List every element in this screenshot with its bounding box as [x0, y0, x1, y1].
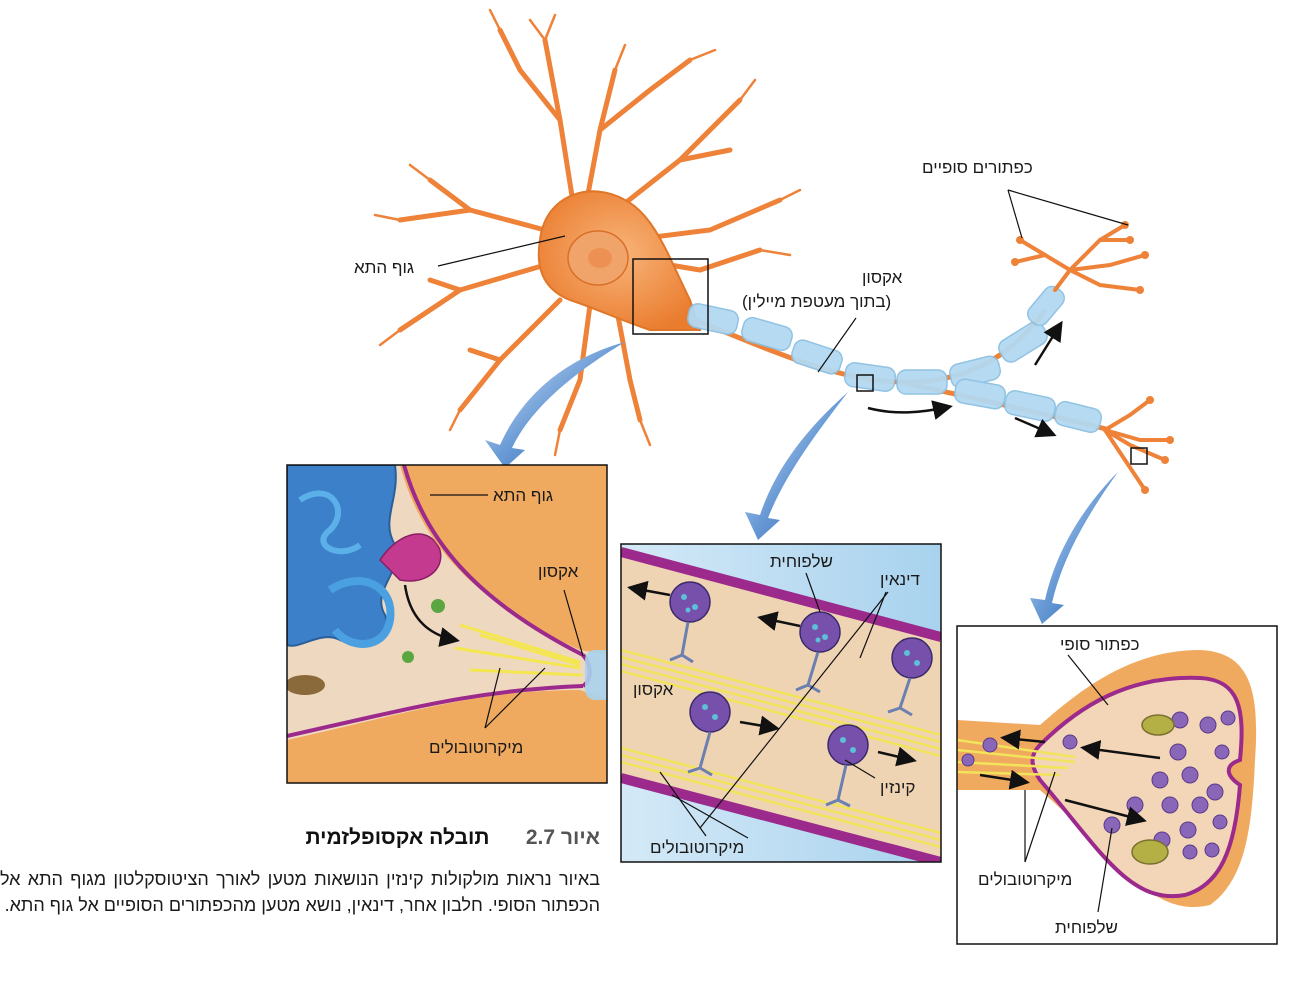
inset-axon: [620, 543, 942, 863]
figure-caption-header: איור 2.7 תובלה אקסופלזמית: [306, 826, 600, 850]
myelin-sheath: [686, 285, 1103, 434]
zoom-arrows: [485, 342, 1118, 624]
inset3-label-terminal: כפתור סופי: [1060, 635, 1140, 654]
transport-arrows: [867, 320, 1063, 438]
callout-box-axon: [856, 374, 874, 392]
label-axon-note: (בתוך מעטפת מיילין): [742, 292, 892, 311]
inset2-label-kinesin: קינזין: [880, 778, 916, 797]
inset1-label-microtubules: מיקרוטובולים: [429, 738, 524, 757]
callout-box-soma: [632, 258, 709, 335]
inset2-label-axon: אקסון: [633, 680, 674, 699]
figure-number: איור 2.7: [525, 826, 600, 849]
inset-cell-body: [286, 464, 608, 784]
label-axon: אקסון: [862, 268, 903, 287]
label-cell-body: גוף התא: [354, 258, 415, 277]
inset2-label-vesicle: שלפוחית: [770, 552, 833, 571]
label-terminals: כפתורים סופיים: [922, 158, 1033, 177]
figure-title: תובלה אקסופלזמית: [305, 826, 490, 849]
terminal-vesicles: [961, 710, 1236, 860]
inset-terminal: [956, 625, 1278, 945]
inset1-label-axon: אקסון: [538, 562, 579, 581]
figure-caption-text: באיור נראות מולקולות קינזין הנושאות מטען…: [0, 869, 600, 915]
vesicles-with-motors: [669, 581, 933, 766]
inset3-label-vesicle: שלפוחית: [1055, 918, 1118, 937]
inset2-label-dynein: דינאין: [880, 570, 920, 589]
callout-box-terminal: [1130, 447, 1148, 465]
inset3-label-microtubules: מיקרוטובולים: [978, 870, 1073, 889]
axon-terminals: [1013, 223, 1172, 492]
dendrites: [397, 27, 783, 433]
inset1-label-cell-body: גוף התא: [493, 486, 554, 505]
inset2-label-microtubules: מיקרוטובולים: [650, 838, 745, 857]
